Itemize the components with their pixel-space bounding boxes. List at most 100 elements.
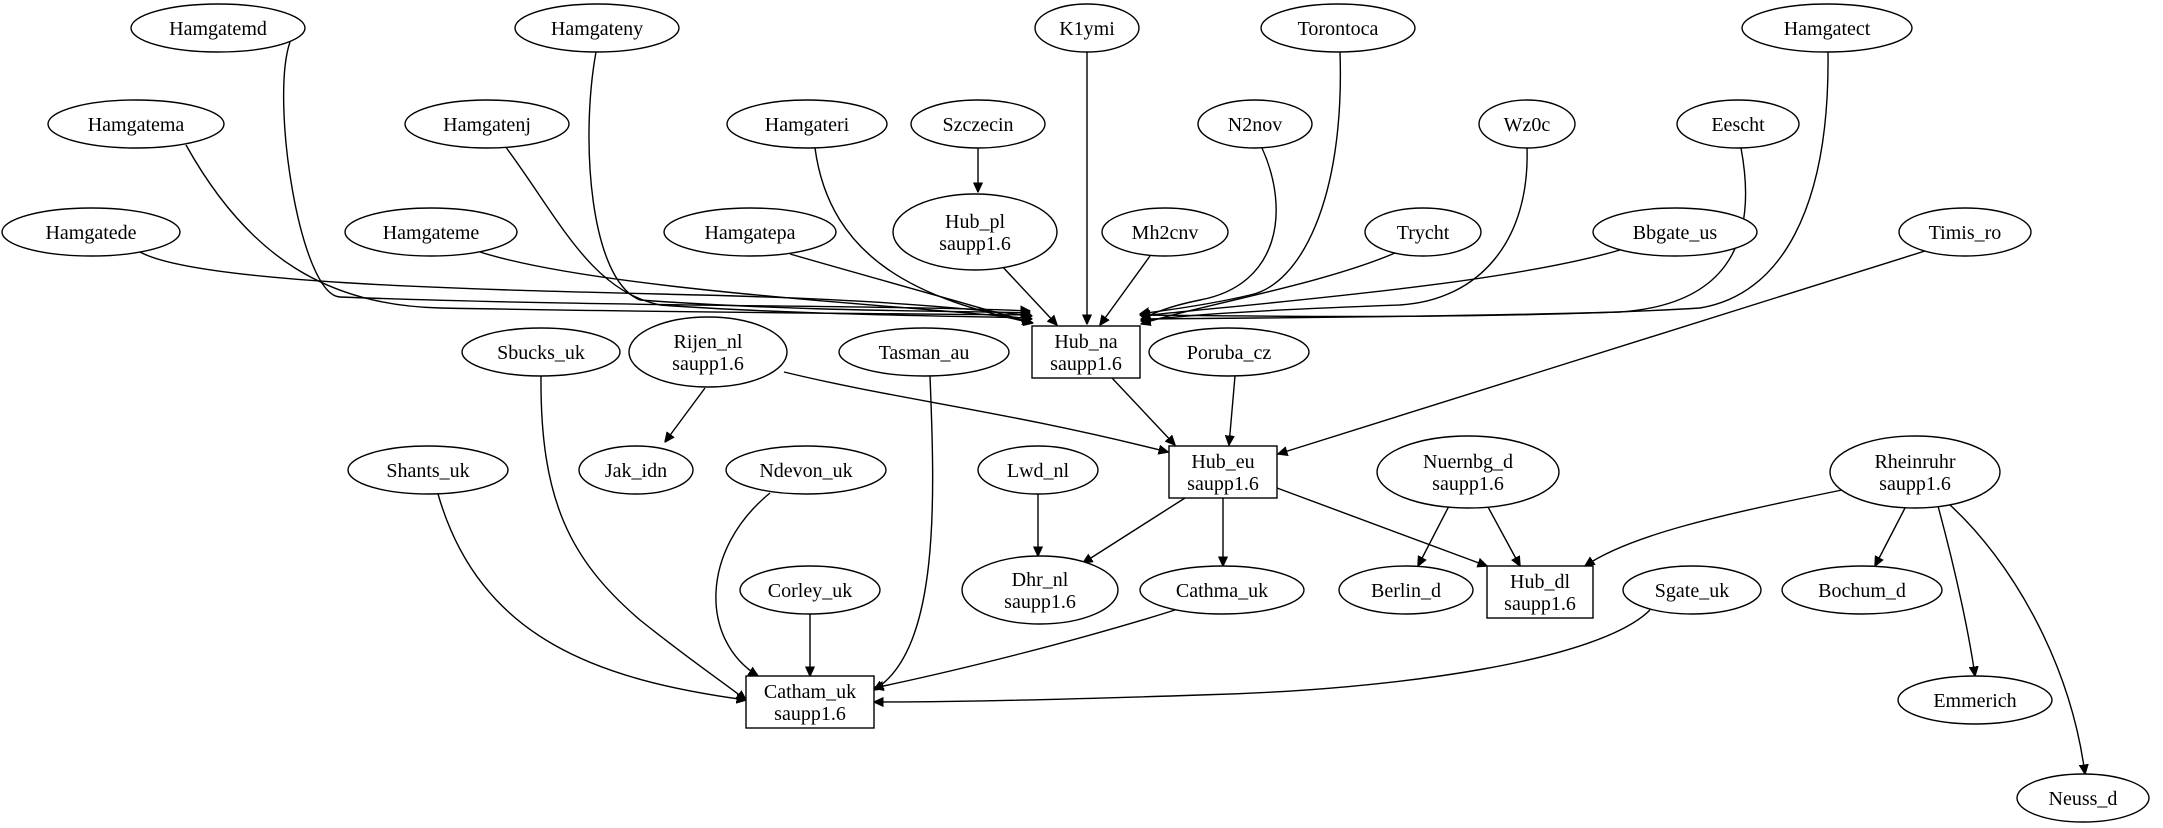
node-sbucks_uk[interactable]: Sbucks_uk bbox=[461, 327, 621, 377]
node-label: Catham_uk bbox=[764, 681, 856, 703]
node-label: Hamgatect bbox=[1784, 18, 1871, 40]
node-torontoca[interactable]: Torontoca bbox=[1260, 3, 1416, 53]
edge-line bbox=[874, 609, 1176, 688]
node-label: Lwd_nl bbox=[1007, 460, 1070, 482]
node-timis_ro[interactable]: Timis_ro bbox=[1898, 207, 2032, 257]
node-hamgatect[interactable]: Hamgatect bbox=[1741, 3, 1913, 53]
edge-tasman_au-to-catham_uk bbox=[874, 375, 934, 690]
edge-line bbox=[1487, 506, 1520, 566]
node-ellipse bbox=[961, 555, 1119, 625]
node-k1ymi[interactable]: K1ymi bbox=[1034, 3, 1140, 53]
node-neuss_d[interactable]: Neuss_d bbox=[2016, 773, 2150, 823]
node-label: Trycht bbox=[1397, 222, 1450, 244]
node-eescht[interactable]: Eescht bbox=[1676, 99, 1800, 149]
node-bbgate_us[interactable]: Bbgate_us bbox=[1592, 207, 1758, 257]
node-label: Hamgateny bbox=[551, 18, 643, 40]
node-ellipse bbox=[977, 445, 1099, 495]
edge-line bbox=[1140, 51, 1342, 314]
edge-line bbox=[588, 51, 1030, 313]
node-emmerich[interactable]: Emmerich bbox=[1897, 675, 2053, 725]
node-ellipse bbox=[1034, 3, 1140, 53]
node-hamgateny[interactable]: Hamgateny bbox=[514, 3, 680, 53]
node-label: Eescht bbox=[1711, 114, 1765, 136]
edge-hub_eu-to-dhr_nl bbox=[1083, 497, 1186, 563]
node-hamgateme[interactable]: Hamgateme bbox=[344, 207, 518, 257]
edge-bbgate_us-to-hub_na bbox=[1141, 249, 1621, 316]
node-label: Tasman_au bbox=[879, 342, 970, 364]
edge-line bbox=[1141, 249, 1621, 316]
node-bochum_d[interactable]: Bochum_d bbox=[1781, 565, 1943, 615]
node-label: saupp1.6 bbox=[939, 233, 1011, 255]
node-hamgateri[interactable]: Hamgateri bbox=[726, 99, 888, 149]
node-ellipse bbox=[1364, 207, 1482, 257]
edge-line bbox=[282, 41, 1030, 311]
node-szczecin[interactable]: Szczecin bbox=[910, 99, 1046, 149]
node-ndevon_uk[interactable]: Ndevon_uk bbox=[725, 445, 887, 495]
node-hamgatepa[interactable]: Hamgatepa bbox=[663, 207, 837, 257]
edge-shants_uk-to-catham_uk bbox=[437, 493, 746, 700]
node-trycht[interactable]: Trycht bbox=[1364, 207, 1482, 257]
node-n2nov[interactable]: N2nov bbox=[1197, 99, 1313, 149]
node-label: Ndevon_uk bbox=[759, 460, 852, 482]
node-ellipse bbox=[2016, 773, 2150, 823]
node-sgate_uk[interactable]: Sgate_uk bbox=[1622, 565, 1762, 615]
node-jak_idn[interactable]: Jak_idn bbox=[578, 445, 694, 495]
node-corley_uk[interactable]: Corley_uk bbox=[739, 565, 881, 615]
edge-rheinruhr-to-emmerich bbox=[1937, 505, 1975, 676]
node-ellipse bbox=[1, 207, 181, 257]
edge-hub_na-to-hub_eu bbox=[1111, 377, 1175, 445]
node-cathma_uk[interactable]: Cathma_uk bbox=[1139, 565, 1305, 615]
edge-hub_pl-to-hub_na bbox=[999, 263, 1057, 325]
edge-hamgatenj-to-hub_na bbox=[504, 145, 1031, 318]
node-ellipse bbox=[1741, 3, 1913, 53]
node-label: Poruba_cz bbox=[1187, 342, 1272, 364]
node-ellipse bbox=[1622, 565, 1762, 615]
node-label: Hub_na bbox=[1054, 331, 1117, 353]
node-label: Sbucks_uk bbox=[497, 342, 585, 364]
node-mh2cnv[interactable]: Mh2cnv bbox=[1101, 207, 1229, 257]
node-box bbox=[1486, 565, 1594, 619]
node-ellipse bbox=[1781, 565, 1943, 615]
node-label: Jak_idn bbox=[605, 460, 667, 482]
node-ellipse bbox=[344, 207, 518, 257]
node-lwd_nl[interactable]: Lwd_nl bbox=[977, 445, 1099, 495]
node-ellipse bbox=[892, 193, 1058, 271]
edge-hamgatema-to-hub_na bbox=[185, 144, 1031, 315]
edge-rijen_nl-to-jak_idn bbox=[665, 387, 706, 442]
node-hamgatede[interactable]: Hamgatede bbox=[1, 207, 181, 257]
edge-line bbox=[1141, 147, 1528, 321]
node-hamgatenj[interactable]: Hamgatenj bbox=[404, 99, 570, 149]
node-shants_uk[interactable]: Shants_uk bbox=[347, 445, 509, 495]
node-wz0c[interactable]: Wz0c bbox=[1478, 99, 1576, 149]
node-ellipse bbox=[1260, 3, 1416, 53]
node-label: Rijen_nl bbox=[674, 331, 743, 353]
node-hamgatema[interactable]: Hamgatema bbox=[47, 99, 225, 149]
node-label: Neuss_d bbox=[2049, 788, 2118, 810]
edge-line bbox=[1141, 252, 1396, 324]
edge-ndevon_uk-to-catham_uk bbox=[715, 492, 771, 676]
node-hamgatemd[interactable]: Hamgatemd bbox=[130, 3, 306, 53]
edge-mh2cnv-to-hub_na bbox=[1100, 255, 1151, 325]
node-berlin_d[interactable]: Berlin_d bbox=[1338, 565, 1474, 615]
node-label: saupp1.6 bbox=[1050, 353, 1122, 375]
node-poruba_cz[interactable]: Poruba_cz bbox=[1148, 327, 1310, 377]
node-label: Rheinruhr bbox=[1874, 451, 1955, 473]
node-label: Hamgatemd bbox=[169, 18, 267, 40]
edge-wz0c-to-hub_na bbox=[1141, 147, 1528, 321]
node-label: N2nov bbox=[1228, 114, 1282, 136]
node-label: Hamgatede bbox=[45, 222, 136, 244]
node-label: K1ymi bbox=[1059, 18, 1115, 40]
edge-line bbox=[504, 145, 1031, 318]
node-ellipse bbox=[1101, 207, 1229, 257]
node-tasman_au[interactable]: Tasman_au bbox=[838, 327, 1010, 377]
